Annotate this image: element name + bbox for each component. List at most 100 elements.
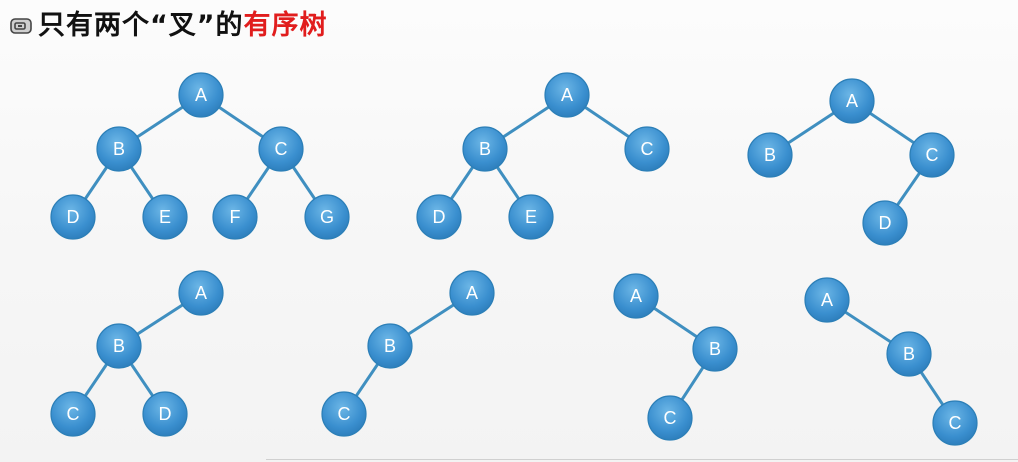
- tree-3-node-circle-D: [862, 200, 908, 246]
- tree-3-node-D: D: [862, 200, 908, 246]
- tree-2-node-label-D: D: [433, 207, 446, 227]
- tree-1: A B C D E F G: [50, 72, 350, 240]
- tree-1-node-circle-F: [212, 194, 258, 240]
- tree-7-node-circle-A: [804, 277, 850, 323]
- tree-2-node-D: D: [416, 194, 462, 240]
- tree-3-node-C: C: [909, 132, 955, 178]
- tree-1-node-circle-C: [258, 126, 304, 172]
- tree-5-node-label-C: C: [338, 404, 351, 424]
- tree-1-node-label-C: C: [275, 139, 288, 159]
- bottom-divider: [266, 459, 1018, 460]
- tree-4-node-label-C: C: [67, 404, 80, 424]
- tree-4-node-circle-C: [50, 391, 96, 437]
- tree-1-node-circle-B: [96, 126, 142, 172]
- tree-2-node-A: A: [544, 72, 590, 118]
- tree-3-node-circle-B: [747, 132, 793, 178]
- tree-1-node-E: E: [142, 194, 188, 240]
- tree-2-node-label-E: E: [525, 207, 537, 227]
- tree-4-node-A: A: [178, 270, 224, 316]
- tree-5-node-circle-C: [321, 391, 367, 437]
- tree-6-node-label-B: B: [709, 339, 721, 359]
- tree-4-node-circle-A: [178, 270, 224, 316]
- tree-6-node-A: A: [613, 273, 659, 319]
- tree-4-node-circle-B: [96, 323, 142, 369]
- tree-5-node-label-A: A: [466, 283, 478, 303]
- tree-7: A B C: [804, 277, 978, 446]
- tree-4-node-label-B: B: [113, 336, 125, 356]
- title-main-text: 只有两个“叉”的: [38, 10, 244, 41]
- tree-5-node-B: B: [367, 323, 413, 369]
- tree-4-node-C: C: [50, 391, 96, 437]
- tree-5-node-circle-B: [367, 323, 413, 369]
- tree-2-node-label-A: A: [561, 85, 573, 105]
- tree-7-node-label-A: A: [821, 290, 833, 310]
- tree-2-node-B: B: [462, 126, 508, 172]
- tree-1-node-circle-E: [142, 194, 188, 240]
- tree-4-node-D: D: [142, 391, 188, 437]
- tree-3-node-label-C: C: [926, 145, 939, 165]
- tree-4-node-label-D: D: [159, 404, 172, 424]
- tree-1-node-D: D: [50, 194, 96, 240]
- tree-1-node-A: A: [178, 72, 224, 118]
- tree-5-node-circle-A: [449, 270, 495, 316]
- tree-4-node-circle-D: [142, 391, 188, 437]
- tree-7-node-A: A: [804, 277, 850, 323]
- tree-1-node-label-D: D: [67, 207, 80, 227]
- tree-1-node-G: G: [304, 194, 350, 240]
- tree-3-node-B: B: [747, 132, 793, 178]
- tree-1-node-label-A: A: [195, 85, 207, 105]
- tree-4-node-label-A: A: [195, 283, 207, 303]
- tree-2-node-circle-A: [544, 72, 590, 118]
- title-accent-text: 有序树: [243, 10, 328, 41]
- tree-2-node-circle-B: [462, 126, 508, 172]
- tree-6-node-circle-A: [613, 273, 659, 319]
- tree-6-node-circle-B: [692, 326, 738, 372]
- tree-3: A B C D: [747, 78, 955, 246]
- tree-2: A B C D E: [416, 72, 670, 240]
- tree-5-node-label-B: B: [384, 336, 396, 356]
- tree-3-node-label-A: A: [846, 91, 858, 111]
- tree-1-node-label-B: B: [113, 139, 125, 159]
- tree-6-node-B: B: [692, 326, 738, 372]
- tree-2-node-label-C: C: [641, 139, 654, 159]
- tree-7-node-label-B: B: [903, 344, 915, 364]
- tree-1-node-label-E: E: [159, 207, 171, 227]
- tree-3-node-label-D: D: [879, 213, 892, 233]
- tree-1-node-label-F: F: [230, 207, 241, 227]
- tree-6-node-label-C: C: [664, 408, 677, 428]
- tree-6-node-circle-C: [647, 395, 693, 441]
- slide-title: 只有两个“叉”的有序树: [10, 6, 328, 46]
- tree-1-node-circle-D: [50, 194, 96, 240]
- tree-4-node-B: B: [96, 323, 142, 369]
- tree-6-node-C: C: [647, 395, 693, 441]
- tree-7-node-circle-C: [932, 400, 978, 446]
- tree-5: A B C: [321, 270, 495, 437]
- tree-1-node-F: F: [212, 194, 258, 240]
- tree-7-node-circle-B: [886, 331, 932, 377]
- tree-1-node-label-G: G: [320, 207, 334, 227]
- tree-1-node-circle-G: [304, 194, 350, 240]
- tree-2-node-circle-C: [624, 126, 670, 172]
- tree-3-node-circle-A: [829, 78, 875, 124]
- tree-2-node-circle-D: [416, 194, 462, 240]
- tree-1-node-C: C: [258, 126, 304, 172]
- tree-7-node-label-C: C: [949, 413, 962, 433]
- tree-5-node-A: A: [449, 270, 495, 316]
- tree-5-node-C: C: [321, 391, 367, 437]
- tree-2-node-label-B: B: [479, 139, 491, 159]
- tree-3-node-label-B: B: [764, 145, 776, 165]
- slide-bullet-icon: [10, 18, 32, 34]
- tree-7-node-B: B: [886, 331, 932, 377]
- tree-6: A B C: [613, 273, 738, 441]
- tree-3-node-A: A: [829, 78, 875, 124]
- tree-1-node-circle-A: [178, 72, 224, 118]
- tree-7-node-C: C: [932, 400, 978, 446]
- tree-4: A B C D: [50, 270, 224, 437]
- tree-2-node-E: E: [508, 194, 554, 240]
- tree-1-node-B: B: [96, 126, 142, 172]
- tree-3-node-circle-C: [909, 132, 955, 178]
- tree-2-node-circle-E: [508, 194, 554, 240]
- tree-6-node-label-A: A: [630, 286, 642, 306]
